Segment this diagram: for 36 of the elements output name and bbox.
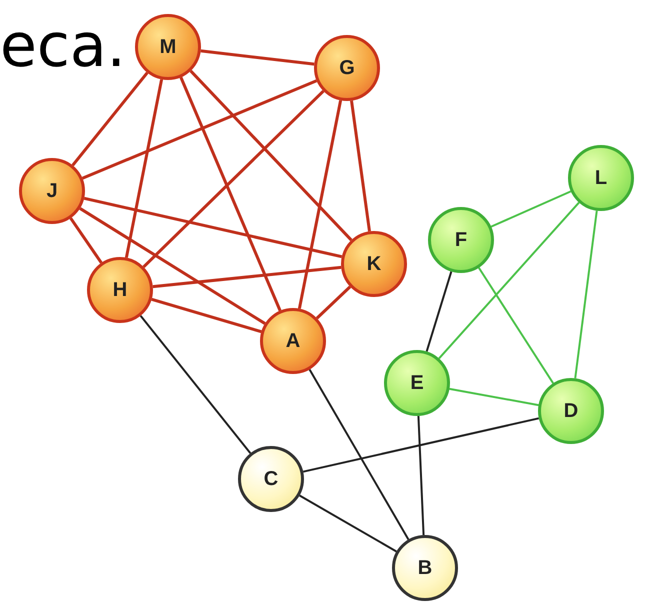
node-letter: H [112, 278, 128, 303]
node-letter: K [366, 252, 382, 277]
connector-line [438, 202, 580, 360]
connector-line [308, 369, 410, 540]
connector-line [79, 207, 266, 325]
connector-line [449, 388, 539, 406]
node-letter: A [286, 329, 300, 354]
connector-line [72, 72, 148, 166]
connector-line [69, 217, 103, 264]
node-letter: M [160, 35, 176, 60]
connector-line [302, 417, 540, 473]
connector-line [151, 298, 262, 334]
connector-line [350, 100, 371, 232]
connector-line [152, 266, 342, 288]
node-letter: B [418, 556, 432, 581]
connector-line [426, 271, 452, 352]
connector-line [417, 416, 425, 536]
connector-line [142, 90, 324, 268]
connector-line [124, 79, 164, 258]
connector-line [298, 100, 342, 309]
node-letter: F [454, 228, 468, 253]
node-letter: G [339, 56, 355, 81]
connector-line [84, 196, 342, 258]
connector-line [574, 210, 598, 378]
node-letter: E [410, 371, 424, 396]
connector-line [316, 286, 352, 320]
heading-fragment: eca. [0, 10, 126, 83]
connector-line [200, 49, 314, 66]
connector-line [140, 315, 252, 454]
connector-line [478, 267, 554, 384]
node-letter: D [564, 399, 578, 424]
connector-line [190, 70, 352, 242]
node-letter: C [264, 467, 278, 492]
connector-line [299, 494, 397, 552]
node-letter: J [46, 179, 58, 204]
node-letter: L [594, 166, 608, 191]
